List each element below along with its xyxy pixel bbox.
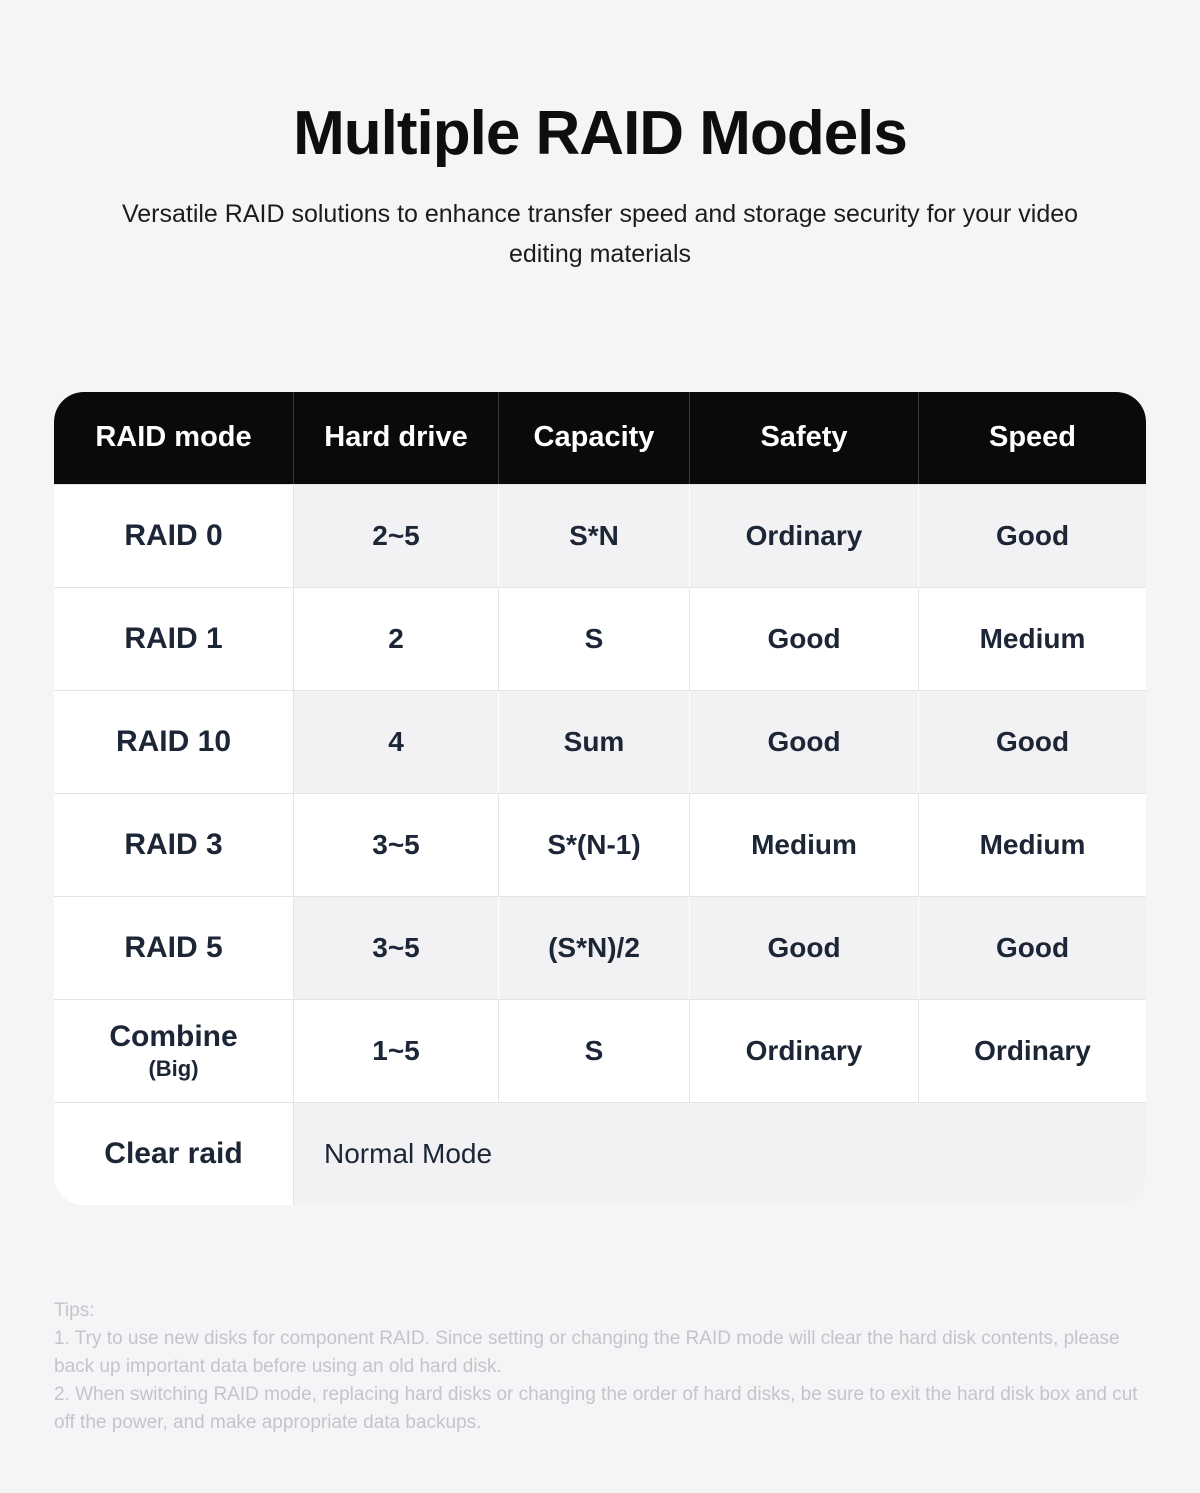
cell-safety: Medium xyxy=(690,793,919,896)
page-title: Multiple RAID Models xyxy=(293,99,908,168)
column-header-speed: Speed xyxy=(988,421,1077,454)
cell-normal-mode: Normal Mode xyxy=(294,1102,1146,1205)
cell-mode: Combine (Big) xyxy=(54,999,294,1102)
raid-table-header-row: RAID mode Hard drive Capacity Safety Spe… xyxy=(54,391,1146,484)
combine-label: Combine xyxy=(109,1019,238,1053)
column-header-safety: Safety xyxy=(690,391,919,484)
cell-capacity: S*(N-1) xyxy=(499,793,690,896)
table-row-raid-5: RAID 5 3~5 (S*N)/2 Good Good xyxy=(54,895,1146,999)
tips-item-2: 2. When switching RAID mode, replacing h… xyxy=(54,1383,1138,1433)
cell-mode: RAID 3 xyxy=(54,793,294,896)
combine-sub-label: (Big) xyxy=(148,1055,199,1081)
cell-mode: Clear raid xyxy=(54,1102,294,1205)
cell-safety: Good xyxy=(690,690,919,793)
cell-speed: Ordinary xyxy=(974,1034,1091,1066)
tips-section: Tips: 1. Try to use new disks for compon… xyxy=(54,1297,1146,1493)
cell-mode: RAID 10 xyxy=(54,690,294,793)
cell-speed: Medium xyxy=(979,828,1086,860)
cell-safety: Ordinary xyxy=(690,484,919,587)
cell-capacity: S*N xyxy=(499,484,690,587)
table-row-raid-3: RAID 3 3~5 S*(N-1) Medium Medium xyxy=(54,792,1146,896)
cell-mode: RAID 5 xyxy=(54,896,294,999)
cell-capacity: S xyxy=(499,587,690,690)
cell-speed: Medium xyxy=(979,622,1086,654)
table-row-raid-1: RAID 1 2 S Good Medium xyxy=(54,586,1146,690)
table-row-combine-big: Combine (Big) 1~5 S Ordinary Ordinary xyxy=(54,998,1146,1102)
column-header-hard-drive: Hard drive xyxy=(294,391,499,484)
cell-mode: RAID 0 xyxy=(54,484,294,587)
cell-speed: Good xyxy=(919,690,1146,793)
tips-item-1: 1. Try to use new disks for component RA… xyxy=(54,1327,1120,1377)
raid-table: RAID mode Hard drive Capacity Safety Spe… xyxy=(54,391,1146,1205)
table-row-raid-0: RAID 0 2~5 S*N Ordinary Good xyxy=(54,483,1146,587)
cell-capacity: Sum xyxy=(499,690,690,793)
cell-hard-drive: 3~5 xyxy=(294,793,499,896)
column-header-capacity: Capacity xyxy=(499,391,690,484)
cell-capacity: (S*N)/2 xyxy=(499,896,690,999)
cell-safety: Ordinary xyxy=(690,999,919,1102)
table-row-clear-raid: Clear raid Normal Mode xyxy=(54,1101,1146,1205)
tips-title: Tips: xyxy=(54,1299,95,1321)
cell-hard-drive: 2~5 xyxy=(294,484,499,587)
page-subtitle: Versatile RAID solutions to enhance tran… xyxy=(121,199,1079,268)
cell-mode: RAID 1 xyxy=(54,587,294,690)
cell-safety: Good xyxy=(690,896,919,999)
cell-capacity: S xyxy=(499,999,690,1102)
cell-hard-drive: 3~5 xyxy=(294,896,499,999)
cell-speed: Good xyxy=(919,484,1146,587)
table-row-raid-10: RAID 10 4 Sum Good Good xyxy=(54,689,1146,793)
cell-safety: Good xyxy=(690,587,919,690)
cell-speed: Good xyxy=(919,896,1146,999)
cell-hard-drive: 1~5 xyxy=(294,999,499,1102)
column-header-raid-mode: RAID mode xyxy=(54,391,294,484)
cell-hard-drive: 2 xyxy=(294,587,499,690)
cell-hard-drive: 4 xyxy=(294,690,499,793)
